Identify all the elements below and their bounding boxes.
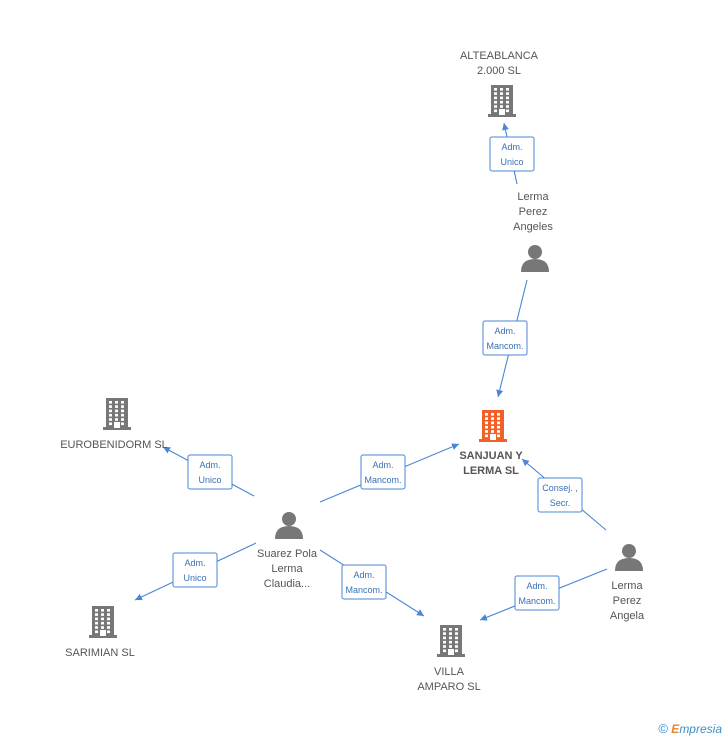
relation-box [187, 454, 233, 490]
footer-brand: © Empresia [658, 721, 722, 736]
node-label: VILLA [434, 666, 465, 678]
node-label: Angela [610, 610, 645, 622]
relation-label-r6[interactable]: Adm. Mancom. [341, 564, 387, 600]
company-node-altea[interactable]: ALTEABLANCA 2.000 SL [460, 50, 539, 117]
nodes-layer: SANJUAN Y LERMA SL ALTEABLANCA 2.000 SL EURO… [60, 50, 645, 693]
relation-text: Mancom. [486, 341, 523, 351]
node-label: Perez [613, 595, 642, 607]
relation-text: Adm. [501, 142, 522, 152]
relation-box [341, 564, 387, 600]
node-label: Suarez Pola [257, 548, 318, 560]
relation-text: Adm. [199, 460, 220, 470]
brand-initial: E [671, 722, 680, 736]
relation-text: Mancom. [345, 585, 382, 595]
company-node-villa[interactable]: VILLA AMPARO SL [417, 625, 481, 693]
node-label: ALTEABLANCA [460, 50, 539, 62]
node-label: LERMA SL [463, 465, 519, 477]
relation-text: Unico [500, 157, 523, 167]
company-node-sanjuan[interactable]: SANJUAN Y LERMA SL [459, 410, 523, 477]
person-icon [275, 512, 303, 539]
relation-box [514, 575, 560, 611]
relation-box [482, 320, 528, 356]
relation-text: Adm. [184, 558, 205, 568]
node-label: 2.000 SL [477, 65, 521, 77]
building-icon [103, 398, 131, 430]
building-icon [479, 410, 507, 442]
relation-text: Mancom. [364, 475, 401, 485]
node-label: Perez [519, 206, 548, 218]
relation-text: Adm. [372, 460, 393, 470]
node-label: SARIMIAN SL [65, 647, 135, 659]
relation-label-r2[interactable]: Adm. Mancom. [482, 320, 528, 356]
relation-label-r1[interactable]: Adm. Unico [489, 136, 535, 172]
relation-label-r8[interactable]: Adm. Mancom. [514, 575, 560, 611]
relation-text: Adm. [526, 581, 547, 591]
relation-box [360, 454, 406, 490]
node-label: Angeles [513, 221, 553, 233]
node-label: AMPARO SL [417, 681, 480, 693]
company-node-eurobenidorm[interactable]: EUROBENIDORM SL [60, 398, 168, 451]
relation-text: Adm. [353, 570, 374, 580]
node-label: SANJUAN Y [459, 450, 523, 462]
node-label: EUROBENIDORM SL [60, 439, 168, 451]
building-icon [89, 606, 117, 638]
relation-label-r7[interactable]: Consej. , Secr. [537, 477, 583, 513]
brand-name: mpresia [679, 722, 722, 736]
relation-label-r5[interactable]: Adm. Unico [172, 552, 218, 588]
relation-box [489, 136, 535, 172]
company-node-sarimian[interactable]: SARIMIAN SL [65, 606, 135, 659]
relation-box [537, 477, 583, 513]
relation-text: Unico [183, 573, 206, 583]
relation-text: Consej. , [542, 483, 578, 493]
building-icon [488, 85, 516, 117]
person-icon [521, 245, 549, 272]
building-icon [437, 625, 465, 657]
person-icon [615, 544, 643, 571]
person-node-claudia[interactable]: Suarez PolaLermaClaudia... [257, 512, 318, 590]
node-label: Lerma [517, 191, 549, 203]
relation-text: Unico [198, 475, 221, 485]
relation-text: Mancom. [518, 596, 555, 606]
relation-labels-layer: Adm.UnicoAdm.Mancom.Adm.UnicoAdm.Mancom.… [172, 136, 583, 611]
node-label: Lerma [271, 563, 303, 575]
relation-text: Adm. [494, 326, 515, 336]
node-label: Lerma [611, 580, 643, 592]
relation-label-r4[interactable]: Adm. Mancom. [360, 454, 406, 490]
node-label: Claudia... [264, 578, 310, 590]
copyright-symbol: © [658, 721, 668, 736]
relation-box [172, 552, 218, 588]
relation-label-r3[interactable]: Adm. Unico [187, 454, 233, 490]
relation-text: Secr. [550, 498, 571, 508]
